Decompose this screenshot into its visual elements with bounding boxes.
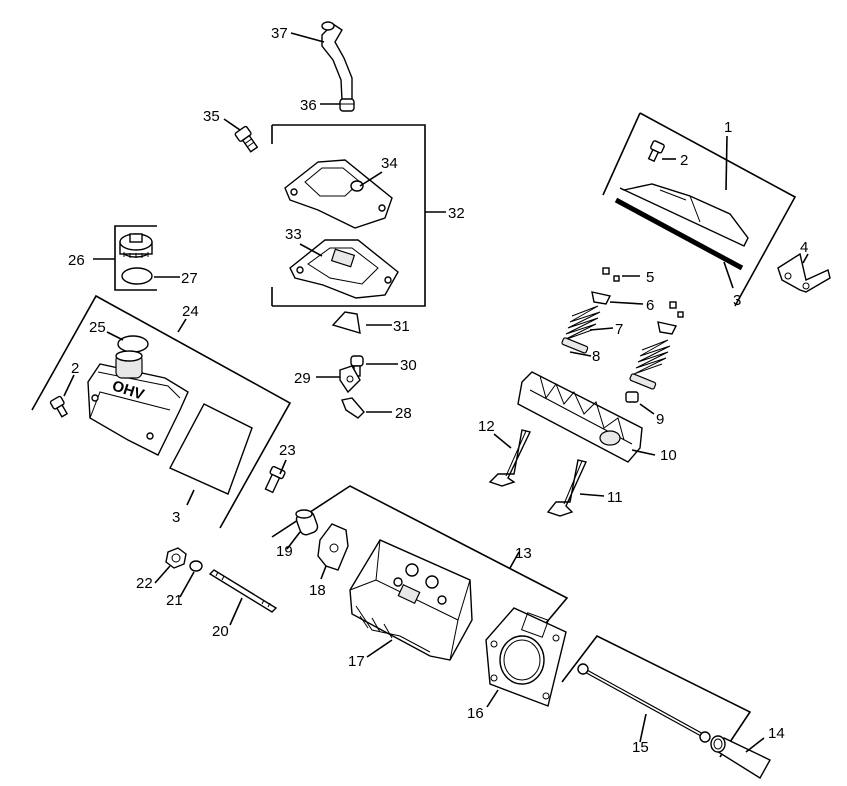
valve-stem-seals	[561, 337, 657, 390]
breather-screw	[234, 125, 259, 153]
cover-screw-right	[647, 140, 665, 163]
callout-35: 35	[203, 108, 220, 125]
callout-27: 27	[181, 270, 198, 287]
callout-19: 19	[276, 543, 293, 560]
callout-22: 22	[136, 575, 153, 592]
callout-32: 32	[448, 205, 465, 222]
callout-2-left: 2	[71, 360, 79, 377]
bracket-cover-gasket-group	[31, 294, 292, 529]
callout-5: 5	[646, 269, 654, 286]
hex-nut	[165, 547, 187, 569]
callout-16: 16	[467, 705, 484, 722]
push-rod	[577, 663, 711, 743]
callout-37: 37	[271, 25, 288, 42]
bracket-push-rod-group	[561, 634, 752, 758]
intake-valve	[488, 429, 532, 487]
callout-30: 30	[400, 357, 417, 374]
bracket-breather-group	[271, 124, 426, 307]
callout-11: 11	[607, 489, 623, 506]
callout-6: 6	[646, 297, 654, 314]
head-gasket	[485, 607, 567, 707]
upper-cover-gasket	[614, 197, 744, 271]
callout-29: 29	[294, 370, 311, 387]
hose-clamp	[339, 98, 355, 112]
bracket-oil-fill-group	[114, 225, 157, 291]
cover-bracket	[777, 252, 831, 293]
callout-3-left: 3	[172, 509, 180, 526]
exhaust-valve	[546, 459, 587, 517]
cover-screw-left	[49, 395, 69, 418]
callout-7: 7	[615, 321, 623, 338]
callout-21: 21	[166, 592, 183, 609]
callout-10: 10	[660, 447, 677, 464]
oil-cap-o-ring	[121, 267, 153, 285]
spring-retainers	[591, 291, 678, 335]
head-stud-small	[264, 465, 286, 494]
push-rod-guide	[317, 523, 349, 571]
head-stud-long	[208, 569, 278, 613]
valve-springs	[563, 305, 671, 375]
valve-cover-upper	[619, 183, 749, 247]
callout-24: 24	[182, 303, 199, 320]
callout-9: 9	[656, 411, 664, 428]
valve-lifter	[710, 735, 771, 779]
callout-33: 33	[285, 226, 302, 243]
callout-31: 31	[393, 318, 410, 335]
reed-stop	[341, 397, 365, 419]
callout-28: 28	[395, 405, 412, 422]
breather-cover	[284, 159, 393, 229]
washer	[189, 560, 203, 572]
callout-13: 13	[515, 545, 532, 562]
callout-36: 36	[300, 97, 317, 114]
callout-1: 1	[724, 119, 732, 136]
callout-12: 12	[478, 418, 495, 435]
push-rod-cap	[295, 509, 319, 536]
cylinder-head	[349, 539, 473, 661]
breather-tube	[321, 21, 353, 101]
callout-20: 20	[212, 623, 229, 640]
oil-fill-cap	[119, 233, 153, 258]
cover-gasket-left	[169, 403, 253, 495]
callout-23: 23	[279, 442, 296, 459]
callout-8: 8	[592, 348, 600, 365]
breather-gasket	[289, 239, 399, 299]
rocker-arm-assembly	[517, 371, 643, 463]
valve-cover: OHV	[87, 350, 189, 456]
reed-valve	[331, 311, 361, 334]
callout-4: 4	[800, 239, 808, 256]
callout-25: 25	[89, 319, 106, 336]
callout-17: 17	[348, 653, 365, 670]
callout-2-right: 2	[680, 152, 688, 169]
callout-labels: 37 36 35 34 32 33 26 27 25 24 2 31 30 29…	[68, 25, 808, 756]
bracket-valve-cover-group	[602, 112, 797, 307]
valve-keepers	[602, 267, 684, 318]
leader-lines	[63, 32, 809, 753]
callout-3-right: 3	[733, 292, 741, 309]
reed-retainer	[339, 365, 361, 394]
cover-o-ring	[117, 335, 149, 353]
callout-18: 18	[309, 582, 326, 599]
valve-cap	[625, 391, 639, 403]
callout-26: 26	[68, 252, 85, 269]
callout-34: 34	[381, 155, 398, 172]
callout-15: 15	[632, 739, 649, 756]
callout-14: 14	[768, 725, 785, 742]
